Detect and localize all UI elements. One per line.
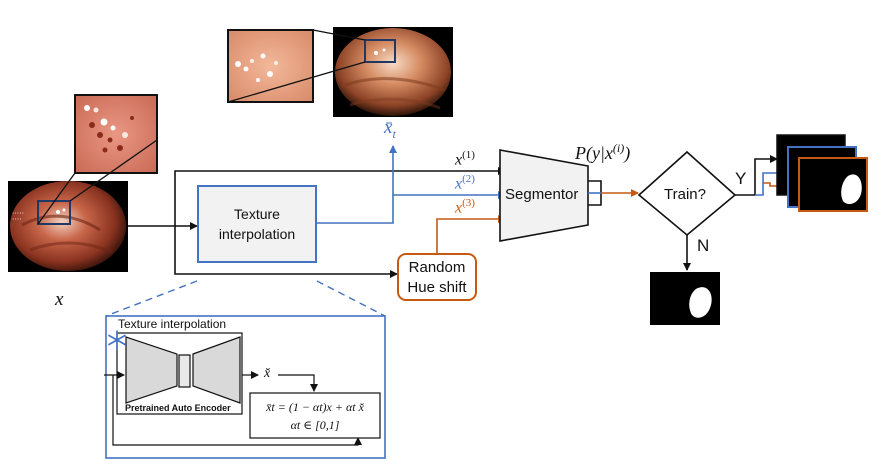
train-decision-label: Train?	[664, 186, 706, 203]
x3-label: x(3)	[455, 197, 475, 217]
input-image: ••••• ••••	[8, 181, 128, 272]
formula-box	[249, 392, 381, 439]
no-label: N	[697, 236, 710, 255]
hue-block-line1: Random	[408, 258, 466, 276]
random-hue-shift-block: Random Hue shift	[397, 253, 477, 301]
texture-interpolation-block: Texture interpolation	[197, 185, 317, 263]
training-mask-stack	[776, 134, 868, 212]
snowflake-icon	[108, 330, 126, 350]
latent-shape	[178, 354, 191, 388]
svg-text:••••: ••••	[12, 218, 22, 222]
arrow-yes-mask-2	[755, 169, 789, 196]
texture-block-line2: interpolation	[218, 226, 296, 242]
interpolated-label: x̄t	[384, 117, 396, 141]
x2-label: x(2)	[455, 173, 475, 193]
autoencoder-label: Pretrained Auto Encoder	[125, 403, 231, 413]
yes-label: Y	[735, 169, 747, 188]
detail-connector-left	[105, 280, 198, 317]
x1-label: x(1)	[455, 149, 475, 169]
decoder-shape	[192, 336, 241, 404]
segmentor-block	[499, 149, 589, 242]
arrow-x2-to-segmentor	[317, 191, 506, 224]
formula-line-1: x̄t = (1 − αt)x + αt x̌	[266, 400, 364, 414]
arrow-to-hue-shift	[174, 226, 398, 278]
probability-label: P(y|x(i))	[575, 141, 631, 163]
arrow-xcheck-to-formula	[278, 374, 318, 392]
svg-text:•••••: •••••	[12, 212, 24, 216]
texture-block-line1: Texture	[234, 206, 280, 222]
interpolated-zoom-inset	[227, 29, 366, 103]
detail-panel	[105, 315, 386, 459]
detail-connector-right	[316, 280, 386, 317]
arrow-yes-mask-1	[735, 155, 778, 196]
input-zoom-inset	[37, 94, 158, 225]
interpolated-image	[333, 27, 453, 117]
arrow-x3-to-segmentor	[436, 215, 506, 253]
detail-panel-title: Texture interpolation	[118, 317, 227, 331]
formula-line-2: αt ∈ [0,1]	[290, 418, 340, 432]
hue-block-line2: Hue shift	[407, 278, 467, 296]
inference-mask	[650, 272, 720, 325]
segmentor-label: Segmentor	[505, 186, 579, 203]
x-check-label: x̌	[264, 366, 271, 381]
encoder-shape	[125, 336, 178, 404]
arrow-x-to-formula	[112, 375, 362, 446]
arrow-x1-to-segmentor	[174, 167, 506, 226]
input-label: x	[55, 289, 64, 310]
